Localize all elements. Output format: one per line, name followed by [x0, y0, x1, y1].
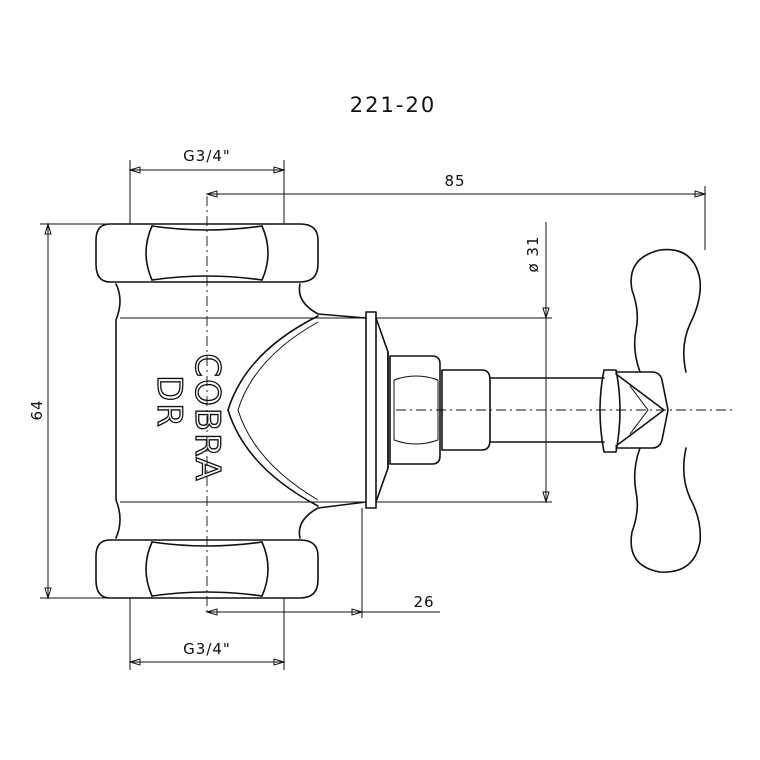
dimension-height: 64	[28, 222, 110, 600]
length-label: 85	[444, 172, 465, 190]
offset-label: 26	[413, 593, 434, 611]
dimension-offset: 26	[205, 508, 440, 618]
thread-top-label: G3/4"	[183, 147, 231, 165]
height-label: 64	[28, 399, 46, 420]
dimension-diameter: ø 31	[376, 222, 552, 504]
diameter-label: ø 31	[524, 235, 542, 272]
valve-body	[95, 223, 605, 599]
brand-line-2: DR	[149, 375, 189, 429]
model-number: 221-20	[350, 93, 436, 117]
center-lines	[206, 196, 734, 612]
dimension-thread-top: G3/4"	[128, 147, 286, 224]
dimension-length: 85	[205, 172, 707, 250]
body-marking: COBRA DR	[148, 353, 227, 484]
cross-handle	[599, 248, 702, 573]
thread-bottom-label: G3/4"	[183, 640, 231, 658]
dimension-thread-bottom: G3/4"	[128, 598, 286, 670]
